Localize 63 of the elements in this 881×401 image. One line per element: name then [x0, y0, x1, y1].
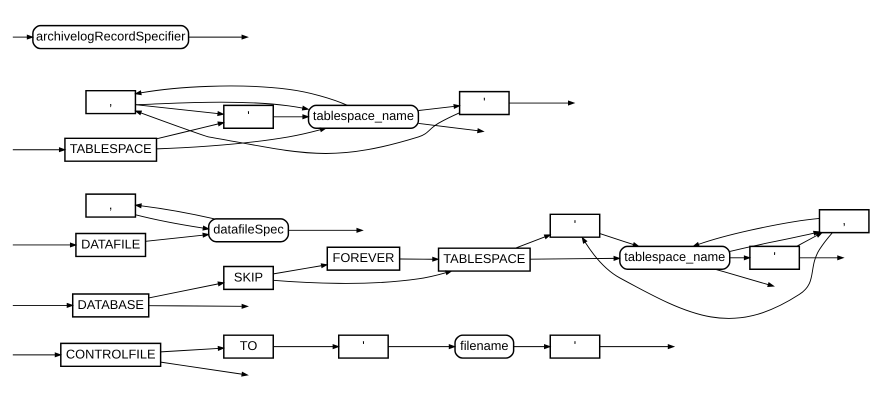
arrow	[388, 344, 456, 350]
arrow	[160, 346, 226, 352]
node-box: FOREVER	[326, 246, 400, 271]
arrow	[135, 104, 225, 116]
arrow	[513, 344, 552, 350]
arrow	[714, 268, 775, 287]
arrow	[12, 147, 66, 152]
node-box: '	[550, 334, 600, 359]
arrow	[272, 114, 310, 120]
node-box: '	[550, 214, 600, 238]
arrow	[582, 232, 833, 319]
node-box: TABLESPACE	[438, 247, 531, 272]
arrow	[12, 242, 78, 248]
arrow	[148, 304, 249, 309]
arrow	[729, 255, 752, 260]
node-box: ,	[85, 90, 136, 114]
arrow	[272, 263, 328, 274]
arrow	[418, 104, 461, 111]
arrow	[599, 344, 676, 350]
arrow	[156, 121, 226, 140]
arrow	[134, 110, 460, 154]
arrow	[508, 100, 576, 106]
arrow	[399, 256, 440, 262]
node-box: tablespace_name	[619, 246, 730, 270]
node-box: '	[458, 90, 510, 116]
node-box: archivelogRecordSpecifier	[32, 24, 190, 50]
arrow	[160, 362, 249, 377]
node-box: filename	[454, 334, 514, 359]
arrow	[288, 228, 364, 233]
arrow	[272, 270, 453, 284]
node-box: CONTROLFILE	[60, 342, 162, 368]
node-box: DATABASE	[72, 293, 150, 318]
arrow	[514, 234, 552, 249]
node-box: SKIP	[223, 266, 274, 290]
node-box: '	[749, 246, 800, 270]
arrow	[12, 34, 34, 40]
node-box: TABLESPACE	[64, 138, 158, 162]
arrow	[799, 255, 845, 260]
arrow	[599, 233, 640, 247]
arrow	[148, 281, 226, 298]
arrow	[272, 344, 340, 350]
arrow	[145, 232, 210, 242]
arrow	[135, 102, 310, 111]
node-box: ,	[85, 193, 136, 218]
arrow	[188, 34, 249, 40]
node-box: '	[338, 334, 389, 359]
node-box: ,	[818, 208, 870, 234]
arrow	[135, 214, 210, 231]
arrow	[796, 232, 824, 247]
arrow	[692, 218, 820, 247]
node-box: '	[223, 104, 274, 129]
arrow	[134, 203, 215, 220]
arrow	[12, 302, 74, 308]
node-box: DATAFILE	[75, 232, 146, 258]
arrow	[530, 256, 621, 261]
node-box: TO	[223, 334, 274, 359]
arrow	[418, 123, 485, 134]
node-box: datafileSpec	[208, 218, 290, 242]
arrow	[729, 230, 821, 252]
arrow	[156, 127, 328, 150]
arrow	[12, 352, 62, 358]
node-box: tablespace_name	[308, 104, 420, 129]
arrow	[134, 86, 348, 106]
